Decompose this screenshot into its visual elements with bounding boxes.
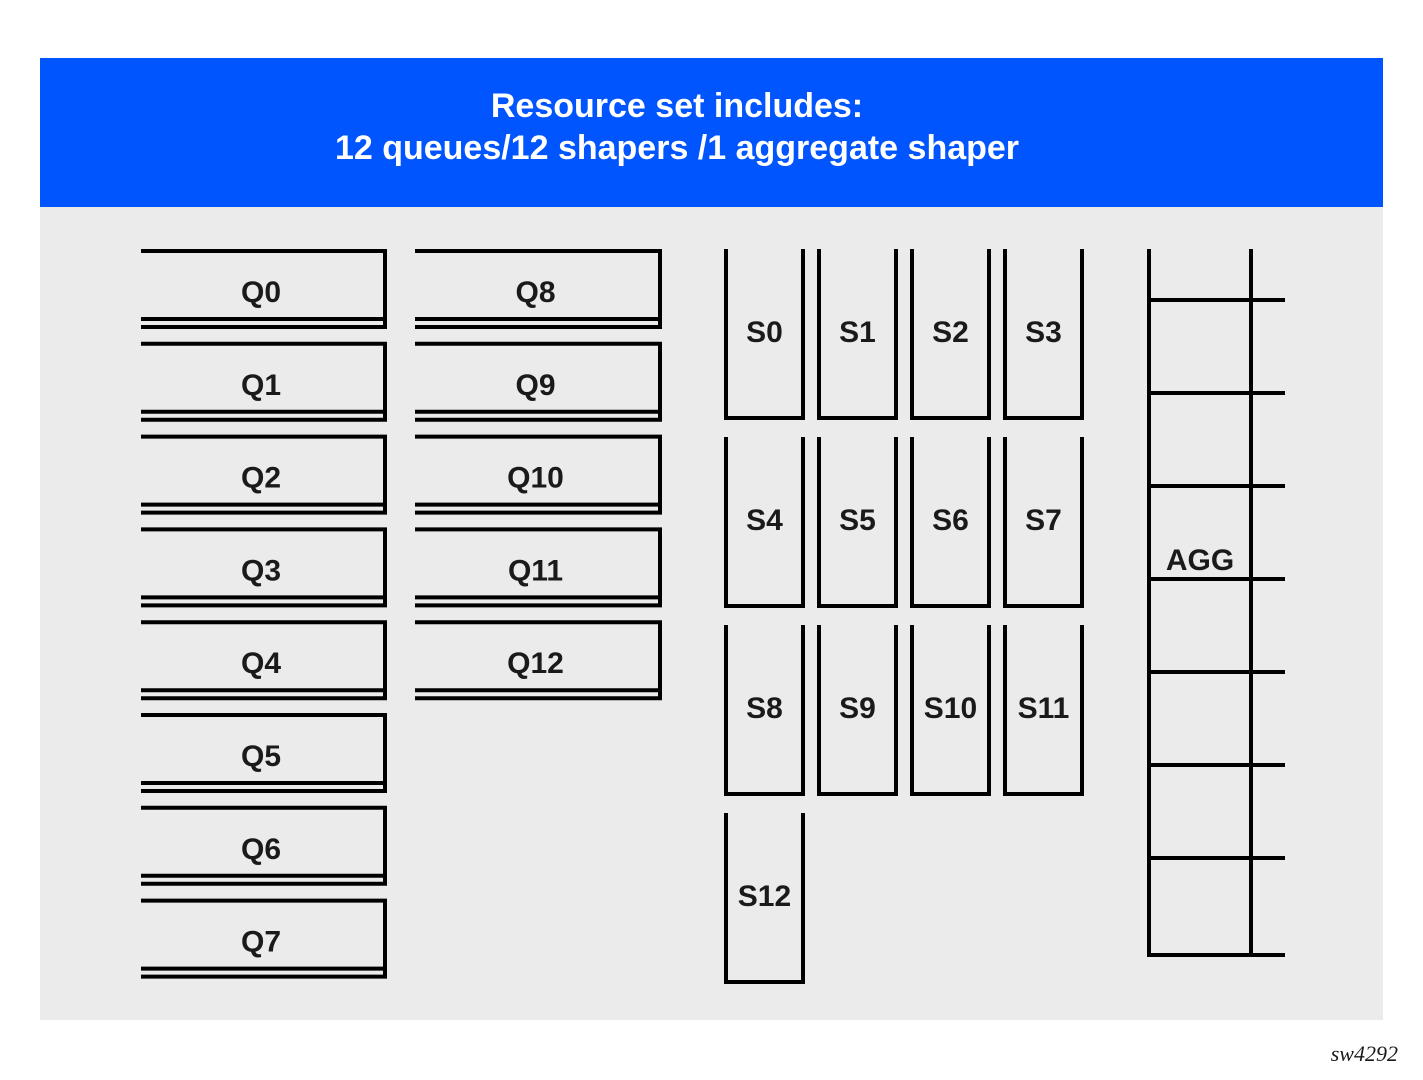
shaper-outline — [1003, 625, 1084, 796]
queue-label: Q8 — [515, 276, 555, 309]
queue-outline — [141, 434, 387, 515]
queue-outline — [415, 249, 662, 329]
queue-outline — [141, 527, 387, 608]
shaper-outline — [1003, 249, 1084, 420]
queue-q1: Q1 — [141, 341, 387, 422]
shaper-label: S8 — [746, 692, 783, 725]
queue-q10: Q10 — [415, 434, 662, 515]
aggregate-shaper-group: AGG — [1147, 249, 1285, 957]
shaper-label: S6 — [932, 504, 969, 537]
queue-label: Q12 — [507, 647, 564, 680]
shaper-outline — [817, 249, 898, 420]
queue-outline — [415, 434, 662, 515]
queue-label: Q0 — [241, 276, 281, 309]
shaper-label: S0 — [746, 316, 783, 349]
shaper-label: S1 — [839, 316, 876, 349]
shaper-outline — [910, 625, 991, 796]
queue-q4: Q4 — [141, 620, 387, 701]
shaper-label: S10 — [924, 692, 977, 725]
shaper-s4: S4 — [724, 437, 805, 608]
queue-q7: Q7 — [141, 898, 387, 979]
shaper-outline — [910, 249, 991, 420]
shaper-outline — [724, 813, 805, 984]
shaper-outline — [817, 437, 898, 608]
shaper-s8: S8 — [724, 625, 805, 796]
shaper-label: S11 — [1018, 692, 1070, 725]
shaper-outline — [910, 437, 991, 608]
figure-reference: sw4292 — [1331, 1041, 1398, 1066]
shaper-outline — [724, 437, 805, 608]
queue-outline — [141, 620, 387, 701]
shaper-label: S7 — [1025, 504, 1062, 537]
queue-outline — [415, 341, 662, 422]
queue-label: Q11 — [508, 554, 563, 587]
queue-label: Q7 — [241, 926, 281, 959]
shaper-label: S5 — [839, 504, 876, 537]
queue-label: Q3 — [241, 554, 281, 587]
aggregate-shaper-label: AGG — [1166, 544, 1234, 577]
queue-outline — [141, 805, 387, 886]
queue-outline — [415, 527, 662, 608]
queue-label: Q2 — [241, 462, 281, 495]
queue-q9: Q9 — [415, 341, 662, 422]
queue-q8: Q8 — [415, 249, 662, 329]
header-title-line1: Resource set includes: — [491, 87, 863, 125]
shaper-label: S9 — [839, 692, 876, 725]
queue-label: Q10 — [507, 462, 564, 495]
queue-q0: Q0 — [141, 249, 387, 329]
shaper-outline — [724, 625, 805, 796]
shaper-s1: S1 — [817, 249, 898, 420]
shaper-s10: S10 — [910, 625, 991, 796]
queue-label: Q1 — [241, 369, 281, 402]
queue-q12: Q12 — [415, 620, 662, 701]
shaper-s9: S9 — [817, 625, 898, 796]
queue-label: Q5 — [241, 740, 281, 773]
shaper-outline — [724, 249, 805, 420]
queue-outline — [415, 620, 662, 701]
queue-q2: Q2 — [141, 434, 387, 515]
queue-label: Q6 — [241, 833, 281, 866]
queue-q3: Q3 — [141, 527, 387, 608]
queue-q5: Q5 — [141, 713, 387, 793]
shaper-outline — [1003, 437, 1084, 608]
shaper-label: S2 — [932, 316, 969, 349]
shaper-label: S12 — [738, 880, 791, 913]
shaper-s7: S7 — [1003, 437, 1084, 608]
queue-outline — [141, 713, 387, 793]
queue-label: Q4 — [241, 647, 281, 680]
shaper-outline — [817, 625, 898, 796]
shaper-s3: S3 — [1003, 249, 1084, 420]
shaper-s12: S12 — [724, 813, 805, 984]
queue-outline — [141, 249, 387, 329]
queue-outline — [141, 898, 387, 979]
shaper-s6: S6 — [910, 437, 991, 608]
queue-q6: Q6 — [141, 805, 387, 886]
queue-label: Q9 — [515, 369, 555, 402]
shaper-s0: S0 — [724, 249, 805, 420]
shaper-label: S3 — [1025, 316, 1062, 349]
queue-q11: Q11 — [415, 527, 662, 608]
shaper-s5: S5 — [817, 437, 898, 608]
shaper-label: S4 — [746, 504, 783, 537]
shaper-s11: S11 — [1003, 625, 1084, 796]
shaper-s2: S2 — [910, 249, 991, 420]
queue-outline — [141, 341, 387, 422]
header-banner — [40, 58, 1383, 207]
header-title-line2: 12 queues/12 shapers /1 aggregate shaper — [335, 129, 1019, 167]
